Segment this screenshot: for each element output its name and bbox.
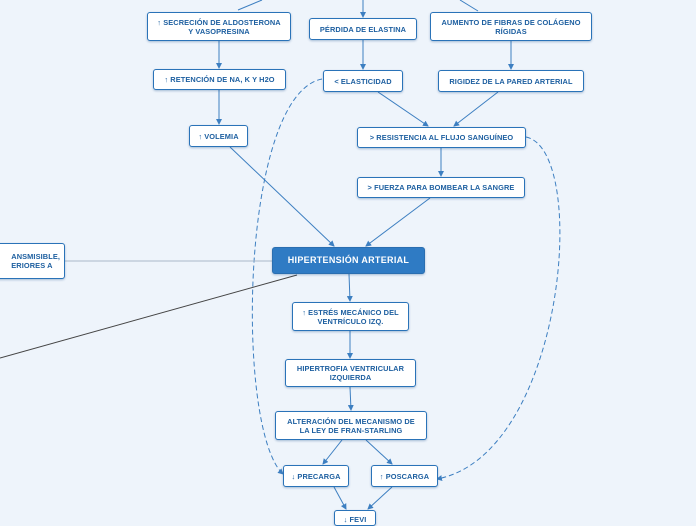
link-volemia-hipertension <box>229 146 335 247</box>
link-hipertrofia-frank <box>347 386 354 411</box>
dashed-link-resistencia-poscarga <box>436 136 561 482</box>
link-hipertension-offscreen <box>0 274 298 359</box>
link-hipertension-estres <box>346 273 353 302</box>
dashed-link-elasticidad-precarga <box>251 78 323 475</box>
node-volemia[interactable]: ↑ VOLEMIA <box>189 125 248 147</box>
link-poscarga-fevi <box>367 486 393 510</box>
link-top-aldosterona <box>237 0 263 11</box>
node-aldosterona[interactable]: ↑ SECRECIÓN DE ALDOSTERONA Y VASOPRESINA <box>147 12 291 41</box>
node-frank-starling[interactable]: ALTERACIÓN DEL MECANISMO DE LA LEY DE FR… <box>275 411 427 440</box>
node-estres-mecanico[interactable]: ↑ ESTRÉS MECÁNICO DEL VENTRÍCULO IZQ. <box>292 302 409 331</box>
node-hipertrofia[interactable]: HIPERTROFIA VENTRICULAR IZQUIERDA <box>285 359 416 387</box>
node-poscarga[interactable]: ↑ POSCARGA <box>371 465 438 487</box>
node-fevi[interactable]: ↓ FEVI <box>334 510 376 526</box>
link-frank-precarga <box>322 439 343 465</box>
node-fuerza[interactable]: > FUERZA PARA BOMBEAR LA SANGRE <box>357 177 525 198</box>
node-elastina[interactable]: PÉRDIDA DE ELASTINA <box>309 18 417 40</box>
node-rigidez[interactable]: RIGIDEZ DE LA PARED ARTERIAL <box>438 70 584 92</box>
node-resistencia[interactable]: > RESISTENCIA AL FLUJO SANGUÍNEO <box>357 127 526 148</box>
link-fuerza-hipertension <box>365 197 431 247</box>
link-top-colageno <box>459 0 479 12</box>
link-precarga-fevi <box>333 486 347 510</box>
link-rigidez-resistencia <box>453 91 499 127</box>
node-precarga[interactable]: ↓ PRECARGA <box>283 465 349 487</box>
node-retencion[interactable]: ↑ RETENCIÓN DE NA, K Y H2O <box>153 69 286 90</box>
node-hipertension-arterial[interactable]: HIPERTENSIÓN ARTERIAL <box>272 247 425 274</box>
link-frank-poscarga <box>365 439 393 465</box>
node-lateral-truncated[interactable]: ANSMISIBLE, ERIORES A <box>0 243 65 279</box>
node-elasticidad[interactable]: < ELASTICIDAD <box>323 70 403 92</box>
link-elasticidad-resistencia <box>377 91 429 127</box>
node-colageno[interactable]: AUMENTO DE FIBRAS DE COLÁGENO RÍGIDAS <box>430 12 592 41</box>
